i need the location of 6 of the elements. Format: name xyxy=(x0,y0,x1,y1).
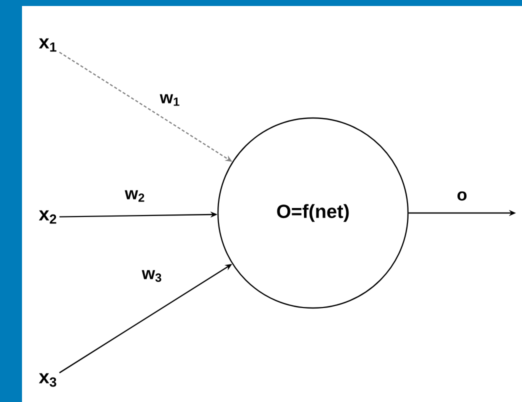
input-label: x$_{2}$ xyxy=(38,210,56,224)
input-label: x$_{1}$ xyxy=(38,38,56,52)
edge-label: w$_{1}$ xyxy=(158,93,182,107)
edge-label: w$_{2}$ xyxy=(124,189,146,203)
edge-label: w$_{3}$ xyxy=(140,269,164,283)
input-label: x$_{3}$ xyxy=(38,373,56,387)
